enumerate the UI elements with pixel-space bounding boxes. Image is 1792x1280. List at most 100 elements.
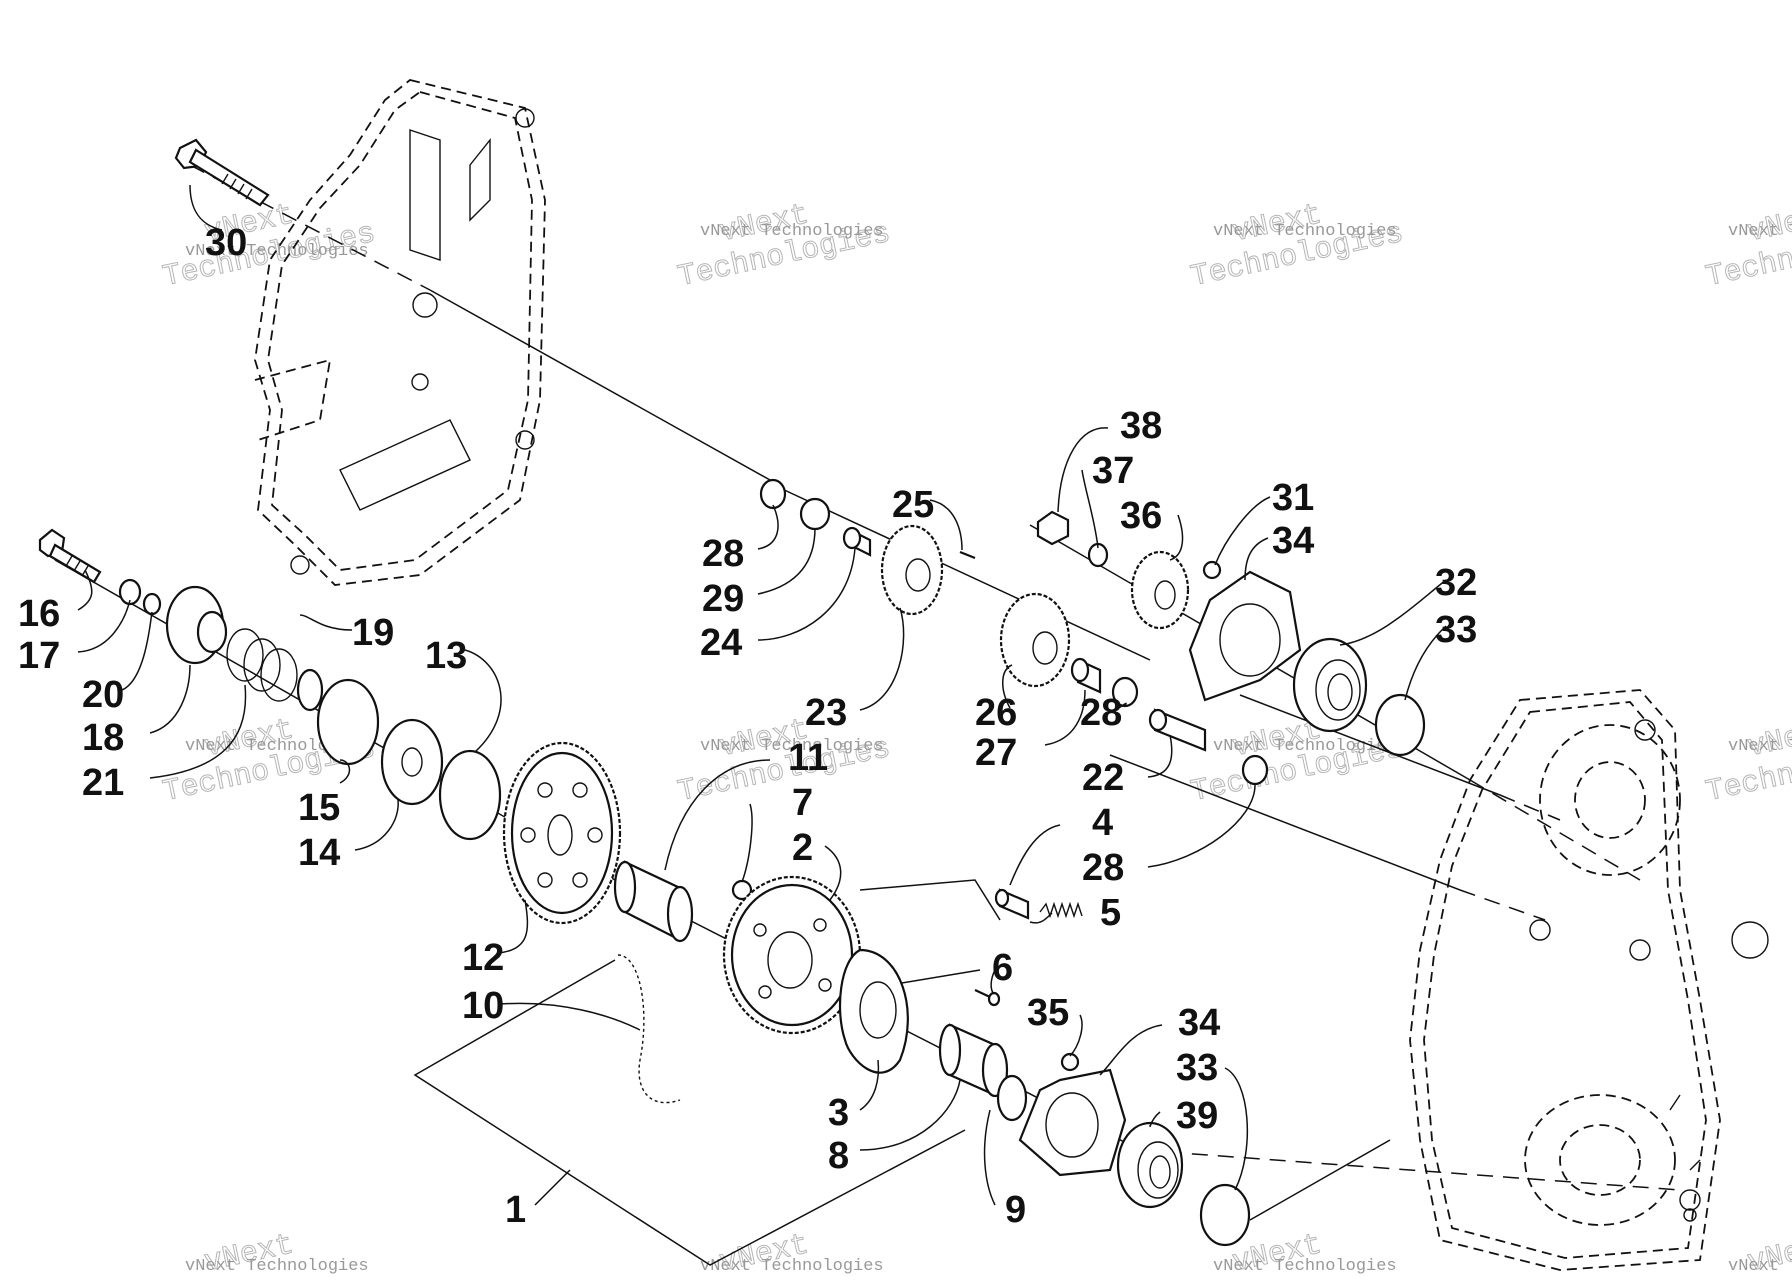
callout-5: 5 <box>1100 892 1121 934</box>
washer-28-upper <box>759 478 787 510</box>
watermark: vNext vNext Technologies <box>1213 1228 1397 1280</box>
watermark: vNext vNext Technologies <box>185 1228 369 1280</box>
hub-11 <box>613 860 694 943</box>
spring-5 <box>1039 901 1083 919</box>
plate-34-lower <box>1018 1068 1127 1177</box>
gear-2 <box>722 875 862 1035</box>
callout-39: 39 <box>1176 1095 1218 1137</box>
callout-23: 23 <box>805 692 847 734</box>
gearcase-housing <box>1409 689 1769 1271</box>
callout-8: 8 <box>828 1135 849 1177</box>
callout-36: 36 <box>1120 495 1162 537</box>
callout-13: 13 <box>425 635 467 677</box>
disc-14 <box>380 718 444 806</box>
washer-13 <box>438 749 502 841</box>
callout-3: 3 <box>828 1092 849 1134</box>
bearing-32 <box>1292 637 1368 733</box>
svg-text:vNext Technologies: vNext Technologies <box>700 737 884 756</box>
screw-6 <box>974 989 1001 1007</box>
svg-text:vNext Technologies: vNext Technologies <box>1213 737 1397 756</box>
watermark: vNext Technologies vNext Technologies <box>1703 198 1792 296</box>
svg-text:vNext Technologies: vNext Technologies <box>700 1257 884 1276</box>
gear-23 <box>880 524 944 616</box>
callout-11: 11 <box>788 737 828 779</box>
callout-28-upper: 28 <box>702 533 744 575</box>
shaft-22 <box>1148 708 1207 752</box>
bushing-27 <box>1070 657 1102 694</box>
washer-29 <box>799 497 831 531</box>
nut-38 <box>1036 510 1070 546</box>
callout-6: 6 <box>992 947 1013 989</box>
svg-text:vNext Technologies: vNext Technologies <box>1728 1257 1792 1276</box>
leader-lines <box>77 184 1447 1266</box>
cap-18 <box>165 585 228 665</box>
callout-37: 37 <box>1092 450 1134 492</box>
callout-2: 2 <box>792 827 813 869</box>
plate-34-upper <box>1188 570 1302 702</box>
callout-28-lower: 28 <box>1082 847 1124 889</box>
callout-38: 38 <box>1120 405 1162 447</box>
watermark: vNext Technologies vNext Technologies <box>1188 198 1407 296</box>
svg-text:vNext Technologies: vNext Technologies <box>1213 1257 1397 1276</box>
plunger-4 <box>994 888 1030 920</box>
nut-35 <box>1060 1052 1080 1072</box>
gear-36 <box>1130 550 1190 630</box>
bolt-16 <box>38 528 102 584</box>
callout-34-upper: 34 <box>1272 520 1314 562</box>
callout-14: 14 <box>298 832 340 874</box>
callout-26: 26 <box>975 692 1017 734</box>
svg-text:vNext Technologies: vNext Technologies <box>1728 737 1792 756</box>
callout-25: 25 <box>892 484 934 526</box>
gear-26 <box>999 592 1071 688</box>
bearing-8 <box>938 1023 1009 1098</box>
watermark: vNext vNext Technologies <box>700 1228 884 1280</box>
callout-27: 27 <box>975 732 1017 774</box>
snap-ring-19 <box>296 668 324 712</box>
washer-28-lower <box>1241 754 1269 786</box>
callout-35: 35 <box>1027 992 1069 1034</box>
callout-9: 9 <box>1005 1189 1026 1231</box>
parts <box>38 138 1426 1247</box>
pin-25 <box>959 550 976 560</box>
watermark: vNext Technologies vNext Technologies <box>160 198 379 296</box>
chain-10 <box>617 954 681 1104</box>
callout-10: 10 <box>462 985 504 1027</box>
callout-20: 20 <box>82 674 124 716</box>
callout-22: 22 <box>1082 757 1124 799</box>
bearing-39 <box>1116 1121 1184 1209</box>
lockwasher-20 <box>142 592 162 616</box>
watermark: vNext Technologies vNext Technologies <box>1188 713 1407 811</box>
washer-17 <box>118 578 142 606</box>
callout-28-mid: 28 <box>1080 692 1122 734</box>
callout-33-upper: 33 <box>1435 609 1477 651</box>
callout-33-lower: 33 <box>1176 1047 1218 1089</box>
ring-33-upper <box>1374 693 1426 757</box>
callout-21: 21 <box>82 762 124 804</box>
svg-text:vNext Technologies: vNext Technologies <box>1728 222 1792 241</box>
callout-4: 4 <box>1092 802 1113 844</box>
washer-9 <box>996 1074 1028 1122</box>
svg-text:vNext Technologies: vNext Technologies <box>700 222 884 241</box>
callout-1: 1 <box>505 1189 526 1231</box>
callout-18: 18 <box>82 717 124 759</box>
sprocket-12 <box>502 741 622 925</box>
callout-32: 32 <box>1435 562 1477 604</box>
nut-31 <box>1202 560 1222 580</box>
callout-12: 12 <box>462 937 504 979</box>
ring-33-lower <box>1199 1183 1251 1247</box>
callout-15: 15 <box>298 787 340 829</box>
watermark: vNext Technologies vNext Technologies <box>675 713 894 811</box>
callout-labels: 30 38 37 36 31 34 25 28 29 24 32 33 16 1… <box>18 222 1477 1231</box>
callout-7: 7 <box>792 782 813 824</box>
svg-text:vNext Technologies: vNext Technologies <box>185 1257 369 1276</box>
watermark: vNext Technologies vNext Technologies <box>1703 713 1792 811</box>
callout-17: 17 <box>18 635 60 677</box>
watermark: vNext Technologies vNext Technologies <box>675 198 894 296</box>
bolt-30 <box>174 138 270 207</box>
plate-3 <box>838 948 909 1074</box>
callout-29: 29 <box>702 578 744 620</box>
spring-21 <box>226 628 298 702</box>
watermark: vNext vNext Technologies <box>1728 1228 1792 1280</box>
callout-19: 19 <box>352 612 394 654</box>
